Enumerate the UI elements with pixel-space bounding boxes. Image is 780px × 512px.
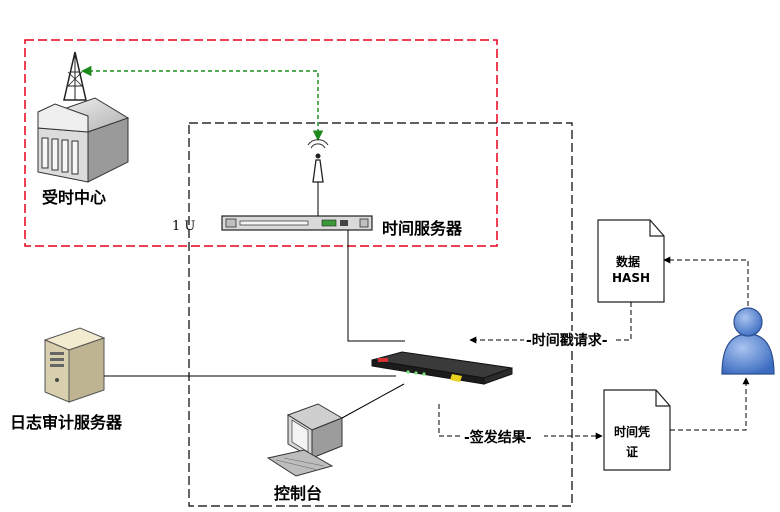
console-label: 控制台 (274, 484, 322, 503)
issue-result-link (438, 404, 603, 440)
credential-doc-line2: 证 (626, 445, 638, 459)
user-hash-link (663, 256, 749, 306)
credential-doc-line1: 时间凭 (614, 424, 650, 439)
timestamp-request-link (469, 302, 632, 344)
server-device-link (347, 230, 405, 342)
log-audit-server-icon (43, 327, 106, 403)
hash-doc-line1: 数据 (616, 254, 640, 269)
credential-document-icon (603, 389, 671, 471)
user-icon (721, 307, 775, 375)
antenna-icon (307, 139, 329, 218)
hash-doc-line2: HASH (612, 271, 650, 285)
red-boundary (24, 39, 498, 247)
receive-center-icon (37, 51, 130, 183)
log-audit-server-label: 日志审计服务器 (10, 413, 123, 432)
console-icon (266, 403, 344, 477)
timestamp-device-icon (371, 351, 513, 385)
issue-result-label: -签发结果- (464, 429, 532, 446)
time-server-icon (221, 215, 373, 231)
console-device-link (341, 383, 405, 419)
system-boundary (188, 122, 573, 507)
receive-center-label: 受时中心 (42, 188, 106, 207)
timestamp-request-label: -时间戳请求- (526, 332, 608, 349)
rack-unit-label: 1 U (172, 219, 195, 234)
credential-user-link (670, 377, 750, 431)
hash-document-icon (597, 219, 665, 303)
time-server-label: 时间服务器 (382, 219, 463, 238)
sync-link (80, 65, 324, 142)
